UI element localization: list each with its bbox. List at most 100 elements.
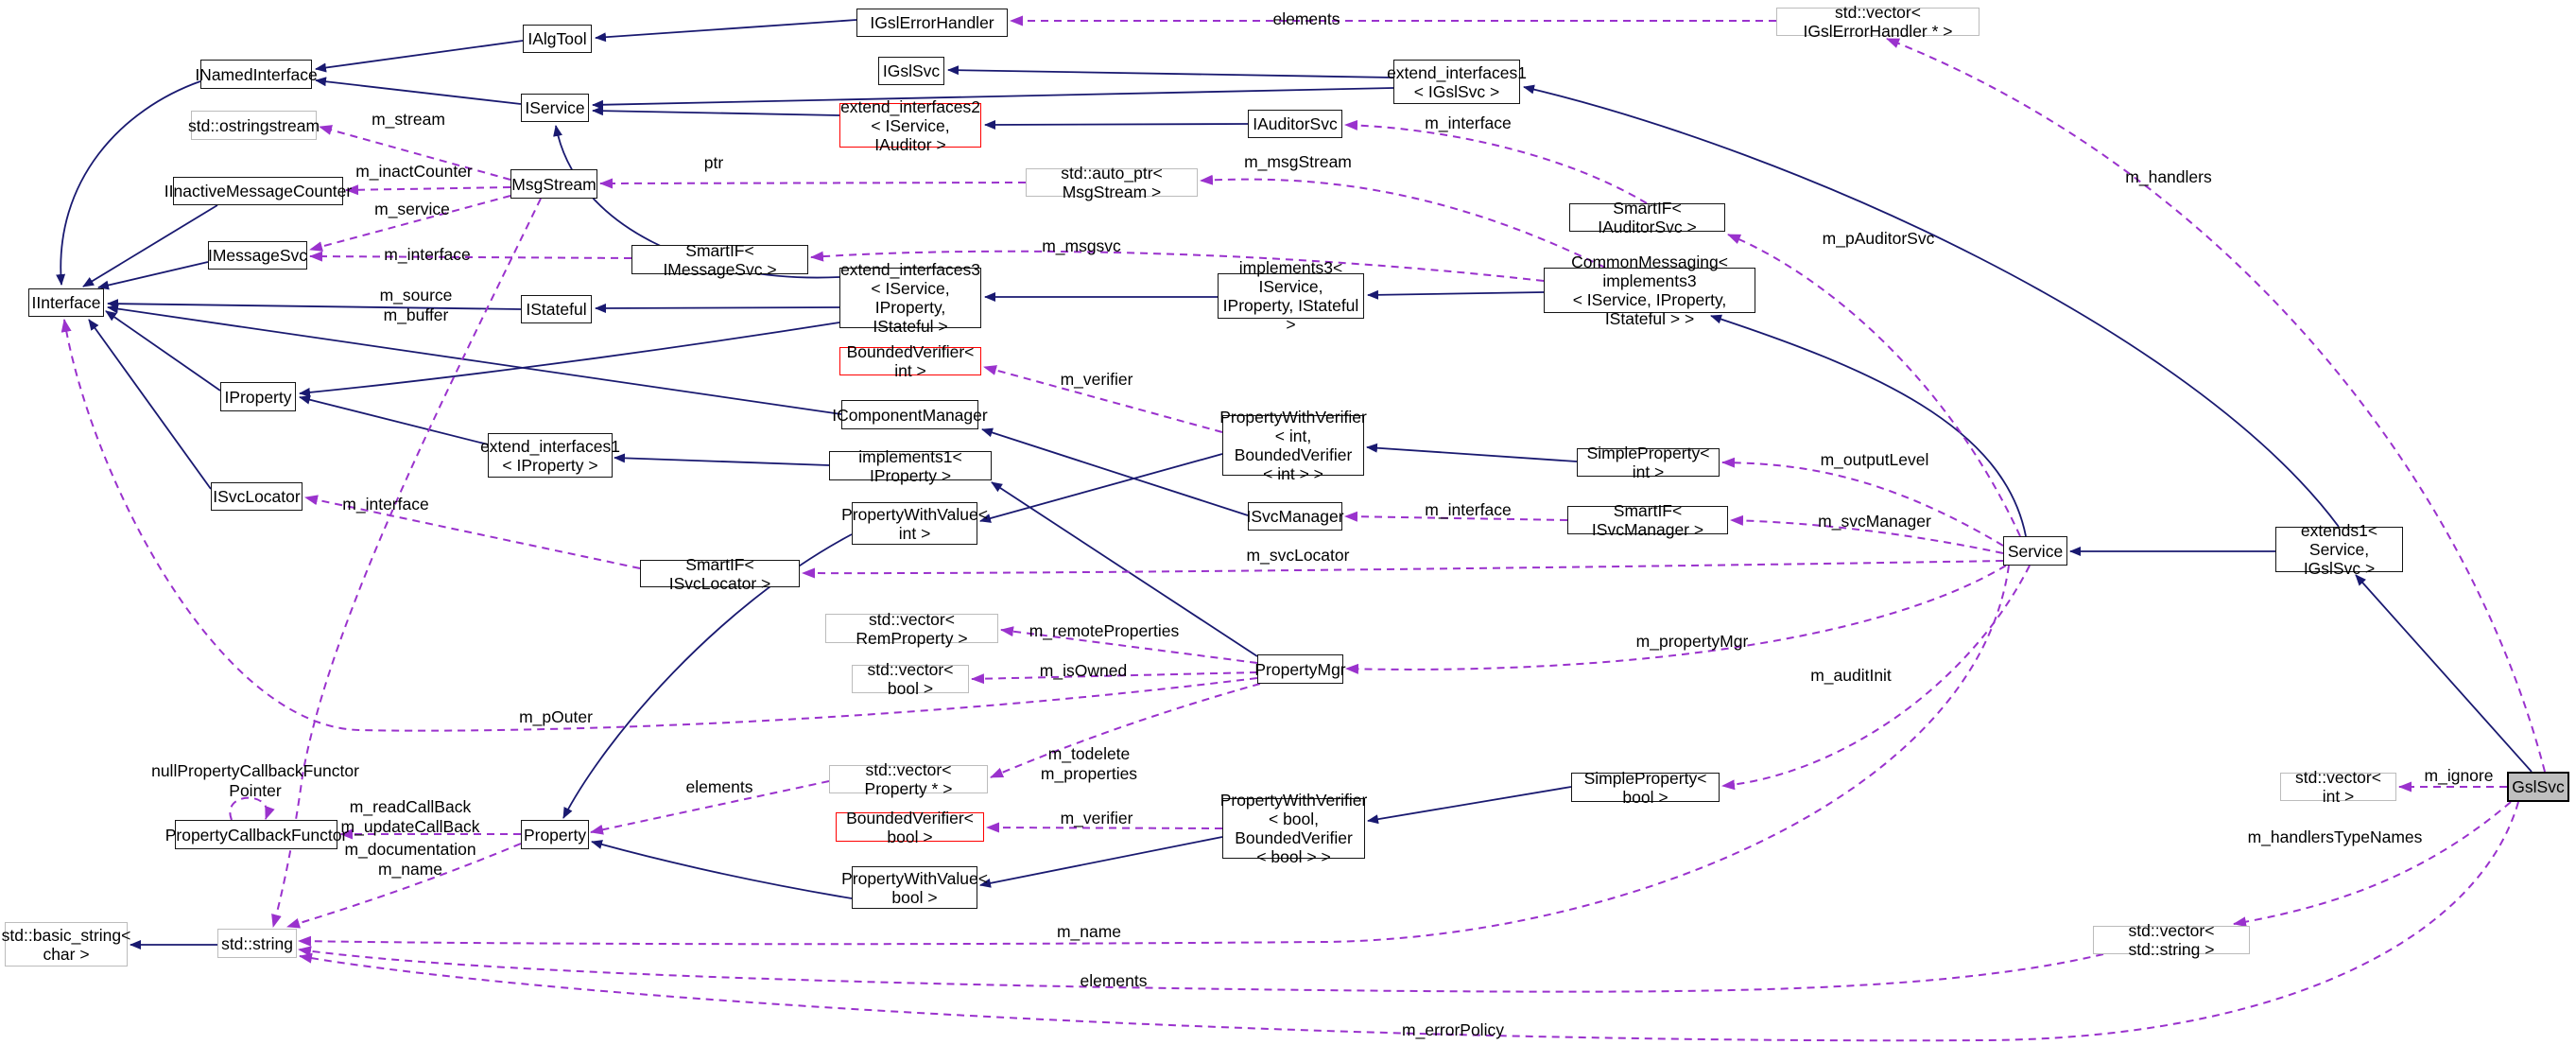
edge-msgstream-to-imessagesvc — [309, 195, 511, 252]
node-vector_property: std::vector< Property * > — [829, 760, 988, 798]
node-smartif_isvcmanager[interactable]: SmartIF< ISvcManager > — [1567, 501, 1728, 539]
node-ei2_iservice_iauditor[interactable]: extend_interfaces2 < IService, IAuditor … — [839, 96, 981, 154]
node-service[interactable]: Service — [2003, 536, 2067, 566]
edge-ei3-to-istateful — [595, 303, 840, 313]
edge-common_messaging-to-implements3 — [1367, 289, 1545, 300]
edge-propertymgr-to-vector_remproperty — [1000, 626, 1258, 664]
edge-propertywithvalue_bool-to-property — [591, 840, 853, 899]
node-smartif_isvclocator[interactable]: SmartIF< ISvcLocator > — [640, 555, 800, 593]
node-isvclocator[interactable]: ISvcLocator — [211, 482, 303, 511]
edge-ialgtool-to-inamedinterface — [315, 40, 524, 73]
edge-inamedinterface-to-iinterface — [56, 80, 201, 286]
node-implements1_iproperty[interactable]: implements1< IProperty > — [829, 447, 992, 485]
node-ostringstream: std::ostringstream — [188, 111, 320, 140]
node-extends1[interactable]: extends1< Service, IGslSvc > — [2275, 521, 2403, 578]
edge-ei1_igslsvc-to-iservice — [592, 87, 1394, 110]
node-simpleproperty_int[interactable]: SimpleProperty< int > — [1577, 444, 1720, 481]
edge-extends1-to-ei1_igslsvc — [1523, 84, 2340, 528]
edge-ei3-to-iservice — [553, 125, 840, 279]
edge-service-to-simpleproperty_int — [1721, 457, 2004, 547]
edge-msgstream-to-std_string — [271, 198, 542, 928]
edge-pwv_int-to-propertywithvalue_int — [979, 453, 1223, 523]
edge-gslsvc-to-vector_handlers — [1886, 38, 2546, 773]
edge-service-to-std_string — [298, 565, 2010, 947]
node-propertywithvalue_int[interactable]: PropertyWithValue< int > — [841, 502, 988, 545]
node-vector_handlers: std::vector< IGslErrorHandler * > — [1776, 3, 1980, 41]
edge-gslsvc-to-vector_string — [2233, 801, 2512, 928]
node-ei1_igslsvc[interactable]: extend_interfaces1 < IGslSvc > — [1387, 60, 1527, 104]
edge-smartif_isvcmanager-to-isvcmanager — [1344, 511, 1568, 522]
edge-vector_string-to-std_string — [298, 946, 2104, 993]
node-std_string: std::string — [217, 929, 297, 958]
edge-isvclocator-to-iinterface — [88, 319, 212, 490]
node-ei1_iproperty[interactable]: extend_interfaces1 < IProperty > — [480, 433, 620, 478]
edge-propertycallbackfunctor-to-propertycallbackfunctor — [229, 796, 275, 821]
node-iinterface[interactable]: IInterface — [28, 288, 104, 317]
node-bv_int[interactable]: BoundedVerifier< int > — [839, 342, 981, 380]
node-inamedinterface[interactable]: INamedInterface — [195, 60, 318, 89]
edge-vector_property-to-property — [590, 780, 830, 835]
edge-iproperty-to-iinterface — [105, 310, 221, 392]
node-auto_ptr_msgstream: std::auto_ptr< MsgStream > — [1026, 164, 1198, 201]
edge-pwv_bool-to-propertywithvalue_bool — [979, 836, 1223, 888]
edge-istateful-to-iinterface — [107, 299, 522, 310]
node-iservice[interactable]: IService — [521, 94, 589, 122]
node-iproperty[interactable]: IProperty — [220, 382, 296, 411]
edge-service-to-simpleproperty_bool — [1721, 565, 2031, 791]
node-simpleproperty_bool[interactable]: SimpleProperty< bool > — [1571, 769, 1720, 807]
node-implements3[interactable]: implements3< IService, IProperty, IState… — [1218, 258, 1364, 334]
node-pwv_int[interactable]: PropertyWithVerifier < int, BoundedVerif… — [1219, 408, 1367, 483]
edge-simpleproperty_int-to-pwv_int — [1366, 443, 1578, 462]
edge-ei3-to-iproperty — [299, 322, 840, 397]
node-bv_bool[interactable]: BoundedVerifier< bool > — [836, 809, 984, 846]
edge-gslsvc-to-extends1 — [2355, 574, 2533, 773]
edge-propertymgr-to-vector_bool — [971, 671, 1258, 685]
node-propertywithvalue_bool[interactable]: PropertyWithValue< bool > — [841, 866, 988, 909]
edge-iservice-to-inamedinterface — [315, 77, 522, 105]
edge-service-to-smartif_isvclocator — [802, 560, 2004, 579]
node-property[interactable]: Property — [521, 820, 589, 849]
node-iauditorsvc[interactable]: IAuditorSvc — [1248, 110, 1342, 138]
node-igslsvc[interactable]: IGslSvc — [878, 57, 944, 85]
edge-common_messaging-to-smartif_imessagesvc — [810, 250, 1545, 282]
node-imessagesvc[interactable]: IMessageSvc — [208, 241, 307, 270]
node-ei3[interactable]: extend_interfaces3 < IService, IProperty… — [839, 260, 981, 336]
edge-icomponentmanager-to-iinterface — [107, 304, 842, 415]
edge-iauditorsvc-to-ei2_iservice_iauditor — [984, 119, 1249, 130]
node-msgstream[interactable]: MsgStream — [510, 169, 597, 199]
edge-ei1_iproperty-to-iproperty — [299, 394, 489, 445]
edge-ei1_igslsvc-to-igslsvc — [947, 65, 1394, 78]
node-ialgtool[interactable]: IAlgTool — [523, 25, 592, 53]
node-smartif_iauditorsvc[interactable]: SmartIF< IAuditorSvc > — [1569, 199, 1725, 236]
node-icomponentmanager[interactable]: IComponentManager — [832, 400, 988, 429]
node-iinactivemessagecounter[interactable]: IInactiveMessageCounter — [164, 177, 352, 205]
edge-msgstream-to-ostringstream — [319, 125, 511, 181]
edge-isvcmanager-to-icomponentmanager — [981, 427, 1249, 516]
edge-property-to-std_string — [286, 843, 522, 929]
node-isvcmanager[interactable]: ISvcManager — [1246, 502, 1344, 531]
node-vector_remproperty: std::vector< RemProperty > — [825, 610, 998, 648]
edge-simpleproperty_bool-to-pwv_bool — [1367, 786, 1572, 825]
node-vector_int: std::vector< int > — [2280, 768, 2396, 806]
node-istateful[interactable]: IStateful — [521, 295, 592, 323]
node-common_messaging[interactable]: CommonMessaging< implements3 < IService,… — [1544, 253, 1755, 328]
edge-common_messaging-to-auto_ptr_msgstream — [1200, 174, 1606, 269]
edge-imessagesvc-to-iinterface — [97, 261, 209, 290]
node-gsl_error_handler[interactable]: IGslErrorHandler — [856, 9, 1008, 37]
edge-smartif_isvclocator-to-isvclocator — [304, 495, 641, 569]
node-smartif_imessagesvc[interactable]: SmartIF< IMessageSvc > — [631, 241, 808, 279]
edge-msgstream-to-iinactivemessagecounter — [345, 184, 511, 196]
edge-pwv_int-to-bv_int — [983, 365, 1223, 433]
edge-ei2_iservice_iauditor-to-iservice — [592, 106, 840, 116]
node-propertymgr[interactable]: PropertyMgr — [1254, 654, 1346, 684]
edge-gsl_error_handler-to-ialgtool — [595, 19, 857, 43]
node-propertycallbackfunctor[interactable]: PropertyCallbackFunctor — [165, 820, 347, 849]
edge-gslsvc-to-std_string — [299, 801, 2519, 1042]
node-gslsvc[interactable]: GslSvc — [2507, 772, 2569, 802]
edge-pwv_bool-to-bv_bool — [986, 822, 1223, 833]
node-pwv_bool[interactable]: PropertyWithVerifier < bool, BoundedVeri… — [1219, 791, 1368, 866]
edge-service-to-smartif_isvcmanager — [1730, 514, 2004, 554]
edge-smartif_iauditorsvc-to-iauditorsvc — [1344, 119, 1648, 204]
